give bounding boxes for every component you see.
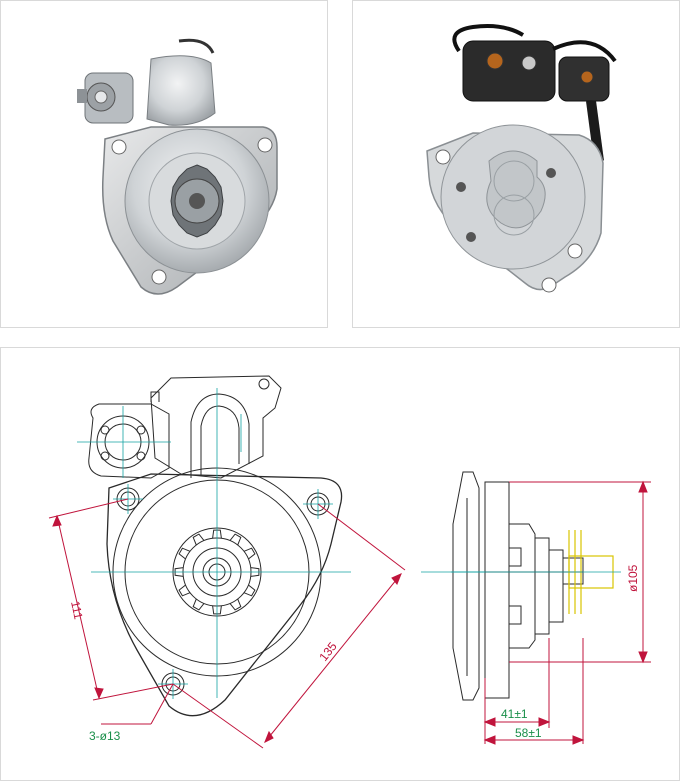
gear-tooth [178, 584, 191, 597]
dim-41-label: 41±1 [501, 707, 528, 721]
side-view [451, 471, 584, 701]
solenoid [77, 72, 134, 124]
gear-tooth [178, 547, 191, 560]
pinion-gear [170, 164, 224, 238]
gear-tooth [192, 598, 205, 611]
dim-105-label: ø105 [626, 564, 640, 592]
starter-front-illustration [77, 38, 278, 295]
starter-front-photo [0, 0, 328, 328]
front-center-lines [77, 388, 351, 699]
dim-58-label: 58±1 [515, 726, 542, 740]
technical-drawing: 111 135 3-ø13 [48, 375, 651, 749]
technical-drawing-panel: 111 135 3-ø13 [0, 347, 680, 781]
dim-holes-label: 3-ø13 [89, 729, 121, 743]
starter-back-photo [352, 0, 680, 328]
gear-tooth [229, 533, 242, 546]
dim-135-label: 135 [316, 639, 340, 664]
gear-tooth [192, 533, 205, 546]
front-dimensions [48, 498, 406, 749]
dim-111-label: 111 [68, 600, 86, 621]
gear-tooth [243, 584, 256, 597]
front-view [88, 375, 343, 717]
gear-tooth [229, 598, 242, 611]
solenoid-relay [452, 24, 617, 162]
starter-back-illustration [426, 24, 617, 293]
gear-tooth [243, 547, 256, 560]
side-dimensions [483, 480, 651, 745]
